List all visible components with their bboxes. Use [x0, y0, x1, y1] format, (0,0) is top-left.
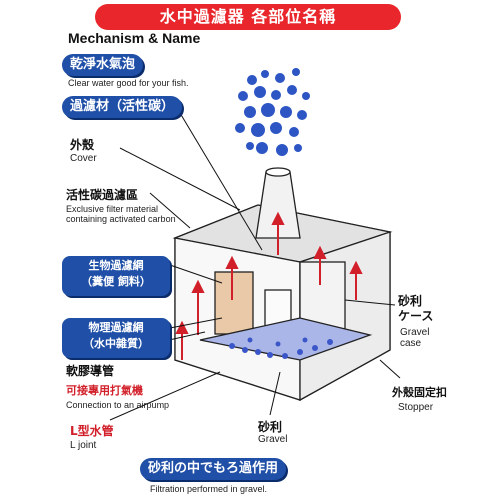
cover-label: 外殼	[70, 138, 95, 152]
bottom-caption: Filtration performed in gravel.	[150, 484, 268, 494]
flow-arrows	[175, 211, 363, 360]
bottom-label: 砂利の中でもろ過作用	[140, 458, 287, 480]
phys-filter-title: 物理過濾網	[88, 321, 144, 334]
l-pipe-caption: L joint	[70, 440, 97, 451]
bio-filter-sub: （糞便 飼料）	[81, 275, 151, 288]
l-pipe-label: L型水管	[70, 424, 114, 438]
gravel-case-label-2: ケース	[398, 309, 434, 323]
bubbles-illustration	[235, 68, 310, 156]
clean-water-caption: Clear water good for your fish.	[68, 78, 189, 88]
gravel-dots	[229, 337, 333, 359]
bio-filter-label: 生物過濾網 （糞便 飼料）	[62, 256, 170, 296]
phys-filter-sub: （水中雜質）	[83, 337, 149, 350]
airpump-caption: Connection to an airpump	[66, 400, 170, 410]
carbon-area-caption: Exclusive filter material containing act…	[66, 204, 176, 224]
airpump-label: 可接專用打氣機	[66, 384, 143, 397]
stopper-caption: Stopper	[398, 402, 434, 413]
cover-caption: Cover	[70, 153, 97, 164]
bio-filter-title: 生物過濾網	[88, 259, 144, 272]
page-title: 水中過濾器 各部位名稱	[95, 4, 401, 30]
gravel-case-caption: Gravel case	[400, 327, 430, 349]
hose-label: 軟膠導管	[66, 364, 115, 378]
carbon-area-label: 活性碳過濾區	[66, 188, 139, 202]
phys-filter-label: 物理過濾網 （水中雜質）	[62, 318, 170, 358]
gravel-case-label: 砂利	[398, 294, 423, 308]
gravel-label: 砂利	[258, 420, 283, 434]
subtitle: Mechanism & Name	[68, 30, 201, 46]
stopper-label: 外殼固定扣	[392, 386, 447, 399]
filter-material-label: 過濾材（活性碳）	[62, 96, 183, 118]
clean-water-label: 乾淨水氣泡	[62, 54, 144, 76]
filter-box	[172, 167, 393, 402]
leader-lines	[109, 112, 401, 421]
gravel-caption: Gravel	[258, 434, 288, 445]
